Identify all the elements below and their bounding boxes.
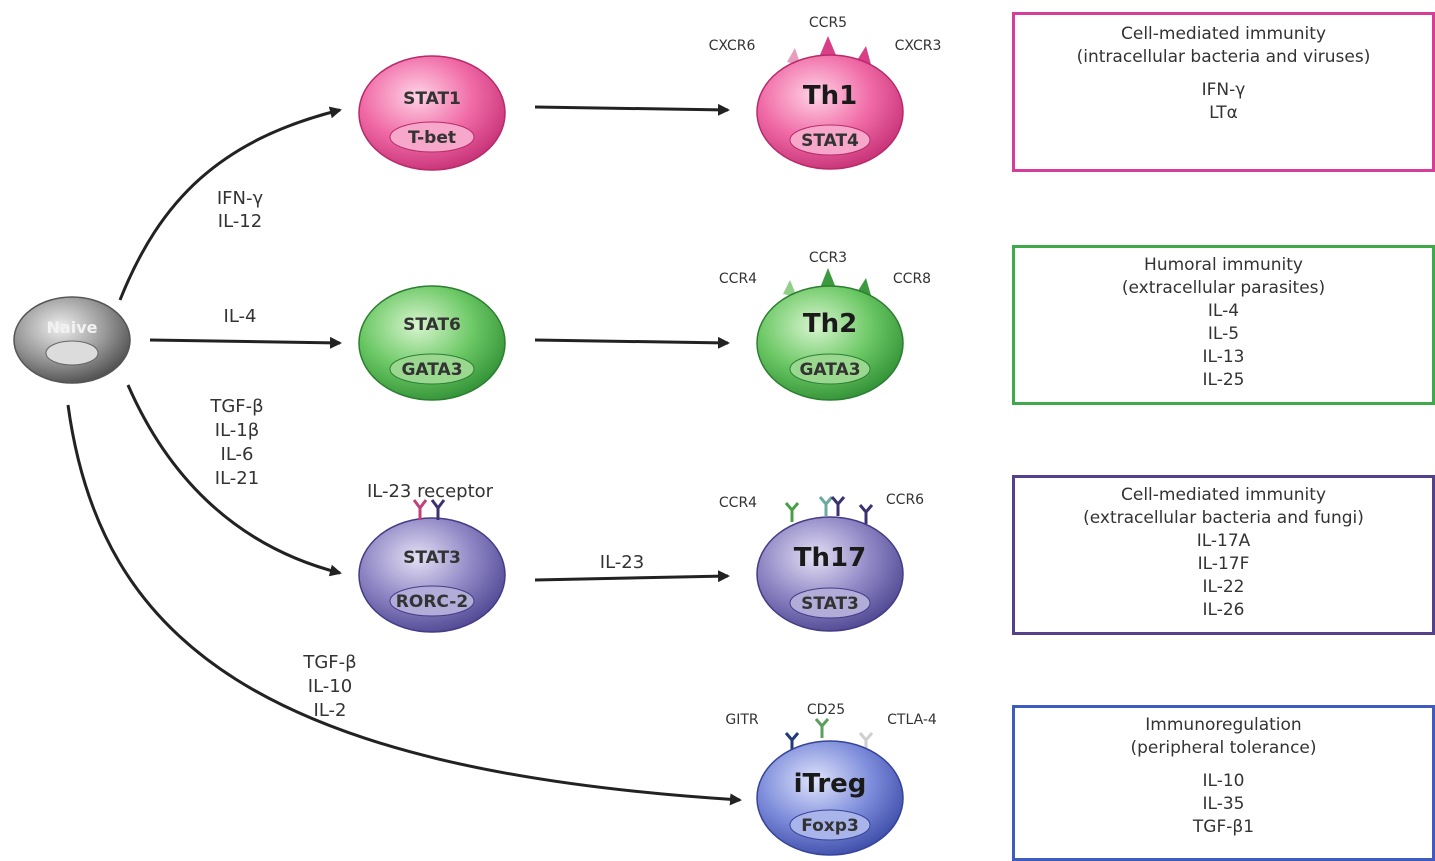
receptor-label: CD25: [807, 702, 845, 718]
cell-stat: Foxp3: [801, 816, 859, 836]
tf-bottom: GATA3: [401, 360, 462, 380]
function-subtitle: (extracellular parasites): [1121, 278, 1326, 298]
receptor-label: CCR3: [809, 250, 847, 266]
cell-stat: STAT3: [801, 594, 859, 614]
cytokine: TGF-β1: [1192, 817, 1255, 837]
il23-receptor-label: IL-23 receptor: [367, 481, 494, 502]
cytokine: IL-26: [1202, 600, 1245, 620]
inducer: IL-2: [314, 700, 347, 721]
function-title: Cell-mediated immunity: [1120, 485, 1327, 505]
function-title: Humoral immunity: [1144, 255, 1303, 275]
naive-label: Naive: [47, 318, 98, 337]
function-box-th1: Cell-mediated immunity (intracellular ba…: [1012, 12, 1435, 172]
receptor-label: CCR8: [893, 271, 931, 287]
effector-cell-th17: Th17 STAT3 CCR4 CCR6: [719, 492, 924, 632]
cell-name: iTreg: [794, 769, 867, 799]
inducer: IL-10: [308, 676, 352, 697]
cytokine: LTα: [1209, 103, 1238, 123]
inducers-th1: IFN-γ IL-12: [217, 188, 264, 232]
function-box-th2: Humoral immunity (extracellular parasite…: [1012, 245, 1435, 405]
function-title: Immunoregulation: [1145, 715, 1302, 735]
naive-cell: Naive: [13, 296, 131, 384]
cytokine: IL-13: [1202, 347, 1245, 367]
cell-name: Th17: [794, 543, 866, 573]
cytokine: IL-17A: [1196, 531, 1251, 551]
il23-arrow-label: IL-23: [600, 552, 644, 573]
cytokine: IL-10: [1202, 771, 1245, 791]
cell-stat: GATA3: [799, 360, 860, 380]
receptor-label: GITR: [725, 712, 759, 728]
receptor-label: CCR4: [719, 271, 757, 287]
inducer: IL-21: [215, 468, 259, 489]
tf-top: STAT3: [403, 548, 461, 568]
inducer: TGF-β: [302, 652, 356, 673]
cytokine: IFN-γ: [1201, 80, 1246, 100]
function-subtitle: (peripheral tolerance): [1130, 738, 1317, 758]
tf-top: STAT6: [403, 315, 461, 335]
function-subtitle: (extracellular bacteria and fungi): [1083, 508, 1364, 528]
arrow-th17-tf-to-cell: [534, 570, 730, 583]
receptor-label: CCR4: [719, 495, 757, 511]
receptor-label: CCR6: [886, 492, 924, 508]
function-box-itreg: Immunoregulation (peripheral tolerance) …: [1012, 705, 1435, 861]
function-title: Cell-mediated immunity: [1120, 24, 1327, 44]
arrow-naive-to-itreg: [66, 404, 742, 806]
inducers-th17: TGF-β IL-1β IL-6 IL-21: [209, 396, 263, 489]
arrow-naive-to-th2: [149, 336, 342, 349]
tf-cell-th1: STAT1 T-bet: [358, 55, 506, 171]
receptor-spikes: [784, 496, 874, 524]
cell-stat: STAT4: [801, 131, 859, 151]
arrow-naive-to-th1: [118, 106, 342, 301]
inducer: IL-12: [218, 211, 262, 232]
cytokine: IL-22: [1202, 577, 1245, 597]
cell-name: Th1: [803, 81, 857, 111]
cytokine: IL-17F: [1197, 554, 1250, 574]
cytokine: IL-5: [1207, 324, 1240, 344]
effector-cell-th1: Th1 STAT4 CXCR6 CCR5 CXCR3: [709, 15, 942, 170]
arrow-th2-tf-to-cell: [534, 336, 730, 349]
receptor-label: CCR5: [809, 15, 847, 31]
effector-cell-th2: Th2 GATA3 CCR4 CCR3 CCR8: [719, 250, 931, 401]
inducer: TGF-β: [209, 396, 263, 417]
inducer: IL-1β: [215, 420, 259, 441]
cell-name: Th2: [803, 309, 857, 339]
inducer: IFN-γ: [217, 188, 264, 209]
tf-top: STAT1: [403, 89, 461, 109]
receptor-label: CXCR3: [895, 38, 942, 54]
cytokine: IL-35: [1202, 794, 1245, 814]
function-box-th17: Cell-mediated immunity (extracellular ba…: [1012, 475, 1435, 635]
receptor-spikes: [784, 718, 874, 752]
inducer: IL-4: [224, 306, 257, 327]
arrow-naive-to-th17: [126, 384, 342, 577]
effector-cell-itreg: iTreg Foxp3 GITR CD25 CTLA-4: [725, 702, 937, 856]
tf-bottom: T-bet: [408, 128, 456, 148]
arrow-th1-tf-to-cell: [534, 103, 730, 116]
receptor-label: CTLA-4: [887, 712, 937, 728]
inducers-itreg: TGF-β IL-10 IL-2: [302, 652, 356, 721]
il23-receptor-icon: [412, 499, 446, 520]
tf-bottom: RORC-2: [396, 592, 468, 612]
cytokine: IL-25: [1202, 370, 1245, 390]
cytokine: IL-4: [1207, 301, 1240, 321]
function-subtitle: (intracellular bacteria and viruses): [1076, 47, 1371, 67]
inducer: IL-6: [221, 444, 254, 465]
tf-cell-th17: STAT3 RORC-2 IL-23 receptor: [358, 481, 506, 633]
receptor-label: CXCR6: [709, 38, 756, 54]
inducers-th2: IL-4: [224, 306, 257, 327]
tf-cell-th2: STAT6 GATA3: [358, 285, 506, 401]
